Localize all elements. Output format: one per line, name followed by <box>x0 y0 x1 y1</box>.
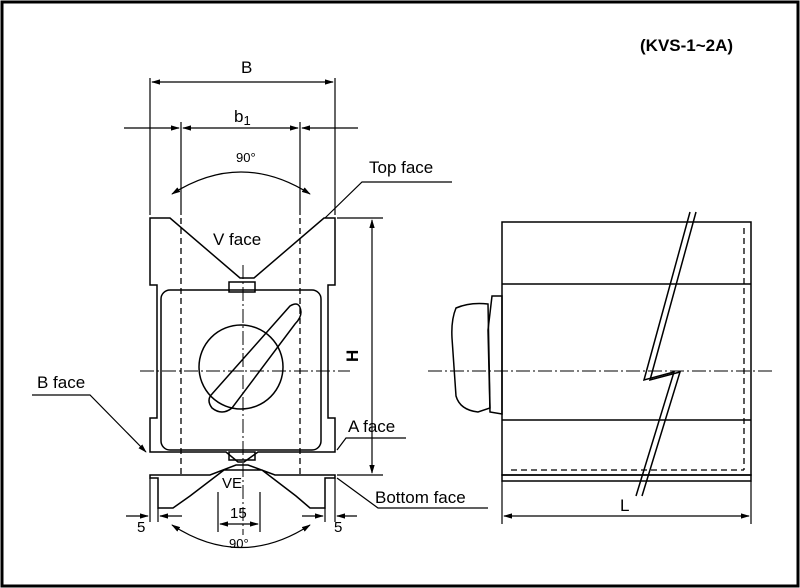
top-face-leader <box>324 181 452 219</box>
dim-5-left <box>126 478 182 522</box>
break-line <box>635 211 697 497</box>
b-face-label: B face <box>37 373 85 392</box>
bottom-contact <box>228 451 256 461</box>
dim-H-label: H <box>343 350 362 362</box>
body-outline <box>149 217 336 463</box>
v-face-label: V face <box>213 230 261 249</box>
dim-B-label: B <box>241 58 252 77</box>
bottom-face-leader <box>336 477 488 509</box>
top-contact <box>228 281 256 293</box>
knob-handle <box>208 303 302 413</box>
angle-top-label: 90° <box>236 150 256 165</box>
side-body <box>501 221 752 476</box>
angle-bottom-arc <box>171 524 311 548</box>
dim-b1-label: b1 <box>234 107 251 128</box>
side-view <box>451 221 752 482</box>
dim-5-right <box>302 478 357 522</box>
top-face-label: Top face <box>369 158 433 177</box>
b-face-leader <box>32 394 147 453</box>
dim-L-label: L <box>620 496 629 515</box>
side-base <box>501 474 752 482</box>
a-face-leader <box>336 437 406 451</box>
dim-b1 <box>124 122 358 215</box>
dim-H <box>337 217 383 476</box>
ve-label: VE <box>222 475 242 492</box>
dim-L <box>501 481 752 524</box>
dim-5-right-label: 5 <box>334 519 342 536</box>
model-title: (KVS-1~2A) <box>640 36 733 55</box>
angle-bottom-label: 90° <box>229 536 249 551</box>
front-view <box>149 217 336 509</box>
dim-15-label: 15 <box>230 505 247 522</box>
hidden-lines-side <box>511 228 745 471</box>
a-face-label: A face <box>348 417 395 436</box>
center-lines-front <box>140 265 350 535</box>
lever-handle <box>451 302 491 413</box>
dim-B <box>149 78 336 215</box>
pole-window <box>160 289 322 451</box>
bottom-face-label: Bottom face <box>375 488 466 507</box>
hidden-lines-front <box>180 218 301 475</box>
knob-disc <box>198 324 284 410</box>
dim-5-left-label: 5 <box>137 519 145 536</box>
angle-top-arc <box>171 171 311 195</box>
